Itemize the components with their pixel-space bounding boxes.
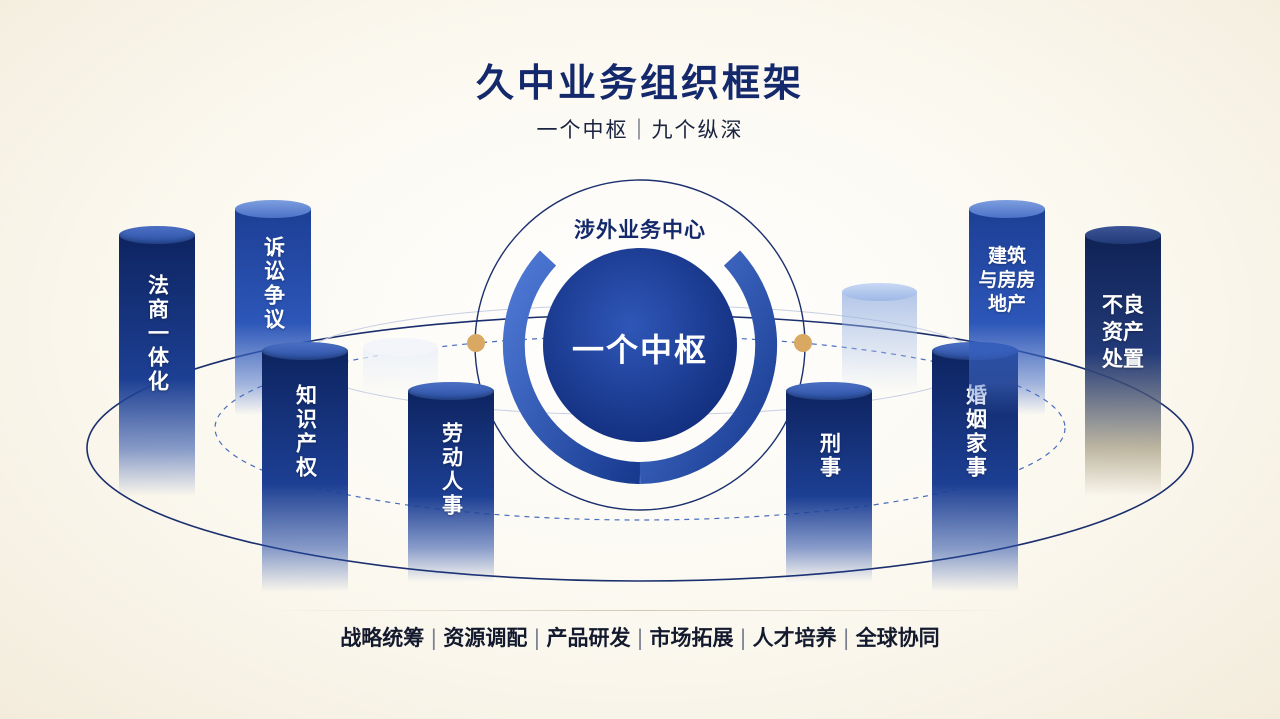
pillar-business-law[interactable]: 法商一体化 [119,226,195,496]
hub-core-disc [543,248,737,442]
inner-orbit [214,335,1066,521]
capability-item: 产品研发 [546,626,631,650]
pillar-distressed-assets[interactable]: 不良 资产 处置 [1085,226,1161,496]
separator: | [739,626,747,650]
pillar-intellectual-property[interactable]: 知识产权 [262,342,348,592]
pillar-label: 建筑 与房房 地产 [978,245,1036,315]
pillar-label: 劳动人事 [439,422,464,518]
separator: | [533,626,541,650]
orbit-node-left [467,334,485,352]
pillar-criminal[interactable]: 刑事 [786,382,872,582]
hub-core-label: 一个中枢 [571,331,708,369]
decorative-pillar-right [842,283,917,393]
separator: | [842,626,850,650]
bottom-divider [260,610,1020,611]
pillar-labor-hr[interactable]: 劳动人事 [408,382,494,582]
capability-item: 资源调配 [443,626,528,650]
separator: | [636,626,644,650]
pillar-construction-real-estate[interactable]: 建筑 与房房 地产 [969,200,1045,415]
pillar-label: 法商一体化 [145,274,170,394]
capability-item: 全球协同 [855,626,940,650]
page-subtitle: 一个中枢｜九个纵深 [536,118,744,142]
capability-bar: 战略统筹|资源调配|产品研发|市场拓展|人才培养|全球协同 [0,622,1280,652]
pillar-label: 刑事 [817,432,842,480]
capability-item: 战略统筹 [340,626,425,650]
capability-item: 市场拓展 [649,626,734,650]
orbit-node-right [794,334,812,352]
capability-item: 人才培养 [752,626,837,650]
pillar-label: 诉讼争议 [261,236,286,332]
separator: | [430,626,438,650]
page-title: 久中业务组织框架 [475,61,804,105]
pillar-label: 不良 资产 处置 [1102,293,1144,371]
hub-arc-right [639,250,778,484]
pillar-label: 知识产权 [293,384,318,480]
hub-arc-left [502,250,641,484]
hub-ring-label: 涉外业务中心 [574,218,706,242]
